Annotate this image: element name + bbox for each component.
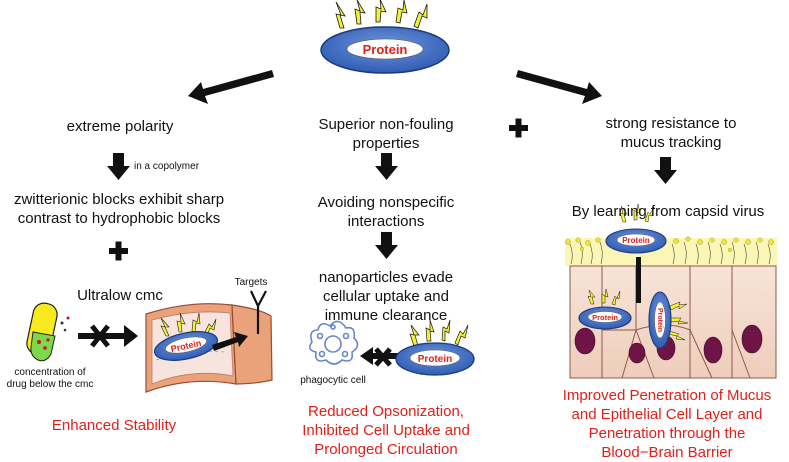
top-zwitterion-spikes xyxy=(335,0,428,29)
middle-protein-nanoparticle: Protein xyxy=(395,319,475,376)
right-heading: strong resistance to mucus tracking xyxy=(605,115,737,151)
epithelium-illustration: Protein Protein Protein xyxy=(565,203,777,379)
mucus-layer xyxy=(565,238,777,266)
phagocytic-cell-label: phagocytic cell xyxy=(300,375,366,386)
left-heading: extreme polarity xyxy=(66,118,174,135)
target-receptor-icon xyxy=(250,290,267,334)
epithelial-protein-label: Protein xyxy=(592,313,618,322)
targets-label: Targets xyxy=(234,277,268,288)
blocked-arrow-left xyxy=(78,324,138,348)
phagocytic-cell-icon xyxy=(308,320,359,365)
vessel-protein-nanoparticle: Protein xyxy=(153,312,219,361)
micelle-drug-capsule xyxy=(26,302,70,362)
middle-protein-label: Protein xyxy=(418,354,452,365)
top-protein-label: Protein xyxy=(363,42,408,57)
epithelial-protein-nanoparticle: Protein xyxy=(578,288,632,330)
down-arrow-left xyxy=(107,153,130,180)
cell-nuclei xyxy=(574,324,763,364)
middle-step-1: Avoiding nonspecific interactions xyxy=(317,194,455,230)
left-statement: zwitterionic blocks exhibit sharp contra… xyxy=(13,191,225,227)
transcytosis-protein-label: Protein xyxy=(656,308,663,332)
left-outcome: Enhanced Stability xyxy=(51,417,177,434)
plus-sign-middle xyxy=(509,118,528,138)
penetration-arrow xyxy=(636,257,641,303)
plus-sign-left xyxy=(109,241,128,261)
mucus-droplets xyxy=(565,236,774,253)
left-step-note: in a copolymer xyxy=(134,161,200,172)
middle-heading: Superior non-fouling properties xyxy=(318,116,454,152)
blocked-arrow-middle xyxy=(360,347,400,367)
mucus-protein-label: Protein xyxy=(622,236,650,245)
drug-concentration-label: concentration of drug below the cmc xyxy=(6,367,94,390)
down-arrow-middle-1 xyxy=(375,153,398,180)
branch-arrow-right xyxy=(516,70,602,104)
mucus-protein-nanoparticle: Protein xyxy=(605,203,667,254)
top-protein-nanoparticle: Protein xyxy=(320,0,450,74)
right-step-1: By learning from capsid virus xyxy=(571,203,765,220)
right-outcome: Improved Penetration of Mucus and Epithe… xyxy=(562,387,772,461)
left-cmc-label: Ultralow cmc xyxy=(77,287,163,304)
mucus-strands xyxy=(569,241,771,265)
branch-arrow-left xyxy=(188,70,274,104)
transcytosis-protein-nanoparticle: Protein xyxy=(648,291,689,349)
middle-step-2: nanoparticles evade cellular uptake and … xyxy=(318,269,454,324)
down-arrow-middle-2 xyxy=(375,232,398,259)
targeting-arrow xyxy=(212,332,248,351)
middle-outcome: Reduced Opsonization, Inhibited Cell Upt… xyxy=(302,403,470,458)
down-arrow-right xyxy=(654,157,677,184)
